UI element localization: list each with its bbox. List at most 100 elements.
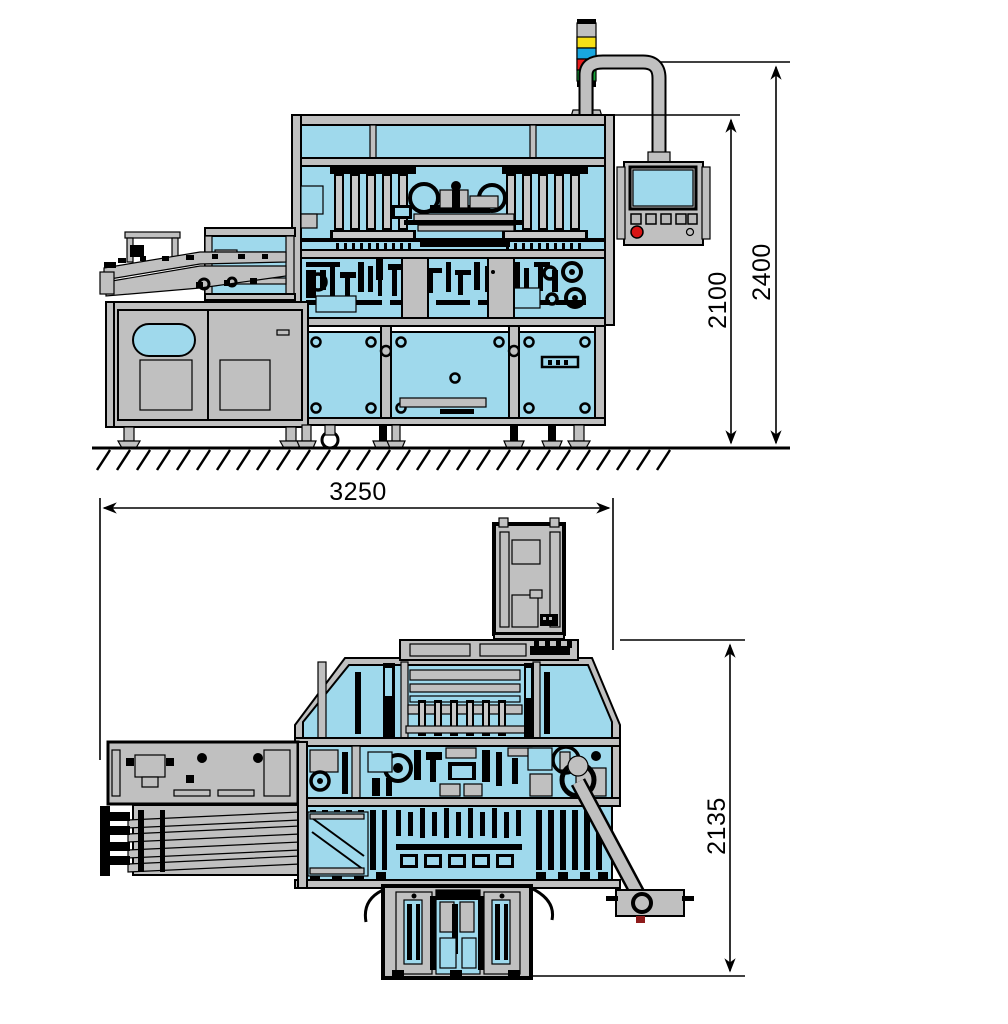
left-nozzle-manifold [330,166,416,174]
centre-transfer-mechanism [392,181,524,232]
dimension-value-3250: 3250 [329,478,387,506]
hmi-panel-left-bracket [616,166,626,240]
conveyor-plan-hole-2 [253,753,263,763]
bay-bottom-rail [300,317,606,327]
hmi-panel-right-bracket [701,166,711,240]
right-nozzle-manifold [502,166,588,174]
dimension-value-2135: 2135 [703,797,731,855]
bay-centre-column [401,257,429,319]
upper-window-mullion-2 [529,124,537,159]
infeed-bottom-rail [204,293,296,301]
hmi-button-1[interactable] [630,213,642,225]
hmi-button-2[interactable] [645,213,657,225]
hood-internals [355,663,550,737]
cabinet-inner-frame [117,309,303,421]
front-elevation-view: 2100 2400 [92,19,790,471]
conveyor-plan-interface-post [297,741,308,889]
cabinet-handle[interactable] [276,329,290,336]
infeed-right-post [285,235,295,295]
signal-tower-yellow-segment [576,36,597,49]
lower-divider-rail [294,797,621,807]
door-post-mid-left [380,325,392,423]
upper-window-band [291,124,615,159]
left-nozzle-columns [334,174,408,230]
emergency-stop-button[interactable] [630,225,644,239]
arm-base-stud [636,916,645,923]
enclosure-right-post [604,114,615,326]
belt-top-bracket [124,231,181,239]
hmi-plan-lug-right [549,517,560,528]
hmi-module-plan [492,517,566,640]
hmi-operator-panel[interactable] [616,161,711,246]
upper-enclosure-top-rail [291,114,615,126]
machine-feet [116,424,592,450]
hmi-screen[interactable] [632,169,694,207]
right-nozzle-lower-fill [505,232,585,238]
left-nozzle-lower-fill [333,232,413,238]
hmi-plan-right-rail [549,531,561,628]
bay-pulley-3 [564,287,586,309]
hmi-selector-switch[interactable] [685,227,695,237]
dimension-2135: 2135 [531,639,745,977]
conveyor-plan-left-rail [111,749,121,797]
conveyor-plan-belts [127,811,301,873]
conveyor-belt-lower [105,265,287,297]
bay-pulley-4 [545,292,559,306]
door-right-fastener-tl [523,336,535,348]
door-left-fastener-bl [310,402,322,414]
left-aux-block [300,213,318,229]
arm-link-body [573,779,645,901]
door-post-mid-right [508,325,520,423]
left-aux-window [300,185,324,215]
cabinet-viewport [132,323,196,357]
upper-window-mullion-1 [369,124,377,159]
bay-pulley-1 [561,261,583,283]
door-left-fastener-tl [310,336,322,348]
dimension-3250: 3250 [99,478,614,760]
upper-enclosure [291,114,615,326]
lower-door-right[interactable] [518,331,596,419]
dimension-value-2100: 2100 [704,271,732,329]
door-centre-handle[interactable] [399,397,487,408]
dimension-value-2400: 2400 [748,243,776,301]
outfeed-cable-left [363,888,384,923]
upper-enclosure-mid-rail [291,157,615,167]
signal-tower-cap [577,19,596,24]
cabinet-left-post [105,301,115,428]
door-centre-fastener-tl [395,336,407,348]
plan-view: 3250 [99,478,745,980]
door-right-fastener-tr [579,336,591,348]
hmi-support-arm [578,54,671,165]
hmi-button-3[interactable] [660,213,672,225]
lower-door-base-rail [297,417,606,426]
infeed-top-rail [204,227,296,237]
mid-detail-strip [300,238,606,259]
hmi-button-4[interactable] [675,213,687,225]
hmi-screen-bezel [628,165,698,211]
outfeed-module-plan [363,884,555,980]
conveyor-plan-end-blocks [100,806,165,876]
door-right-handle[interactable] [540,355,580,369]
door-left-fastener-br [365,402,377,414]
hmi-plan-panel [511,594,539,628]
cabinet-left-panel [139,359,193,411]
hmi-support-arm-plan [559,755,694,923]
lower-door-row [297,325,606,426]
hmi-button-5[interactable] [687,213,698,225]
hood-mullion-3 [532,661,541,741]
outfeed-feet [392,970,520,978]
hmi-plan-lug-left [498,517,509,528]
door-centre-fastener-c [449,372,461,384]
bay-right-column [487,257,515,321]
cabinet-right-panel [219,359,271,411]
conveyor-end-roller-housing [99,271,115,295]
arm-pivot-inner [567,755,589,777]
left-nozzle-bank [330,166,416,240]
conveyor-plan-motor [134,754,166,778]
infeed-conveyor-module [99,227,296,301]
right-nozzle-columns [506,174,580,230]
hmi-plan-screen [511,539,541,565]
door-right-fastener-br [579,402,591,414]
